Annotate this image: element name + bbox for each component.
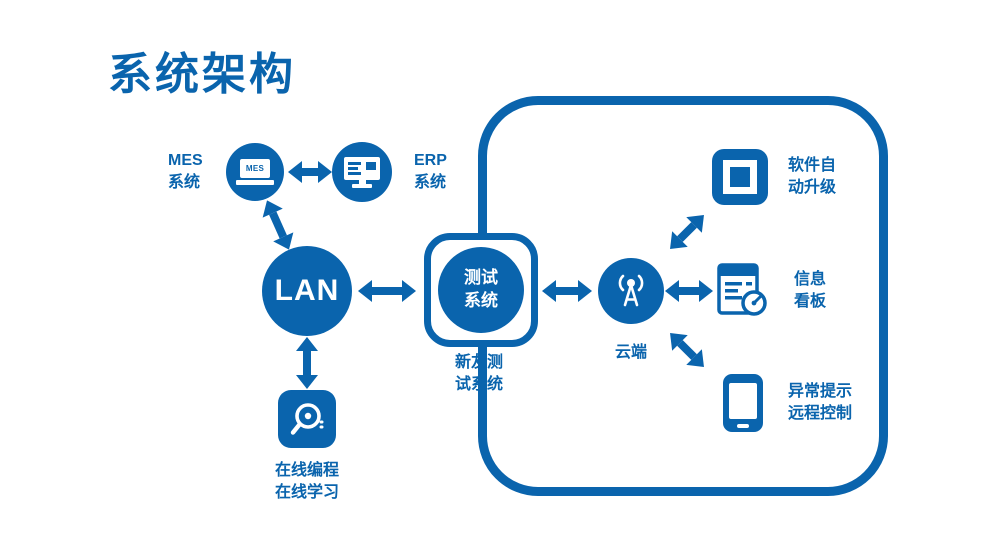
smartphone-icon [723, 374, 763, 432]
monitor-foot [352, 183, 372, 188]
laptop-screen: MES [240, 159, 270, 178]
laptop-icon: MES [236, 159, 274, 185]
mes-label: MES 系统 [168, 152, 203, 192]
upgrade-label: 软件自 动升级 [788, 157, 837, 197]
screen-block [366, 161, 376, 170]
stamp-icon [712, 149, 768, 205]
online-label: 在线编程 在线学习 [274, 462, 339, 502]
test-system-circle: 测试 系统 [438, 247, 524, 333]
test-system-caption: 新友测 试系统 [455, 354, 504, 394]
arrow-cloud-board [665, 280, 713, 302]
monitor-screen [344, 156, 380, 180]
erp-monitor-icon [332, 142, 392, 202]
stamp-frame [723, 160, 757, 194]
cloud-node [598, 258, 664, 324]
test-system-node: 测试 系统 [424, 233, 538, 347]
arrow-lan-test [358, 280, 416, 302]
arrow-mes-erp [288, 161, 332, 183]
screen-line [348, 171, 361, 175]
lan-label: LAN [274, 274, 340, 307]
magnifier-disk-svg [290, 403, 324, 435]
arrow-lan-online [303, 351, 311, 375]
phone-label: 异常提示 远程控制 [788, 383, 853, 423]
dashboard-icon [714, 262, 772, 320]
arrow-lan-mes [269, 211, 287, 239]
monitor-stand [358, 179, 366, 184]
screen-line [348, 161, 361, 165]
screen-line [348, 166, 358, 170]
magnifier-disk-icon [278, 390, 336, 448]
board-label: 信息 看板 [794, 271, 827, 311]
laptop-base [236, 180, 274, 185]
lan-node: LAN [262, 246, 352, 336]
stamp-core [730, 167, 750, 187]
cloud-label: 云端 [614, 344, 647, 361]
mes-laptop-icon: MES [226, 143, 284, 201]
broadcast-antenna-icon [618, 274, 644, 307]
phone-screen [729, 383, 757, 419]
page-title: 系统架构 [108, 50, 296, 99]
dashboard-svg [717, 263, 767, 316]
arrow-test-cloud [542, 280, 592, 302]
erp-label: ERP 系统 [414, 152, 447, 192]
desktop-monitor-icon [344, 156, 380, 188]
phone-home-button [737, 424, 749, 428]
mes-screen-text: MES [245, 164, 265, 173]
